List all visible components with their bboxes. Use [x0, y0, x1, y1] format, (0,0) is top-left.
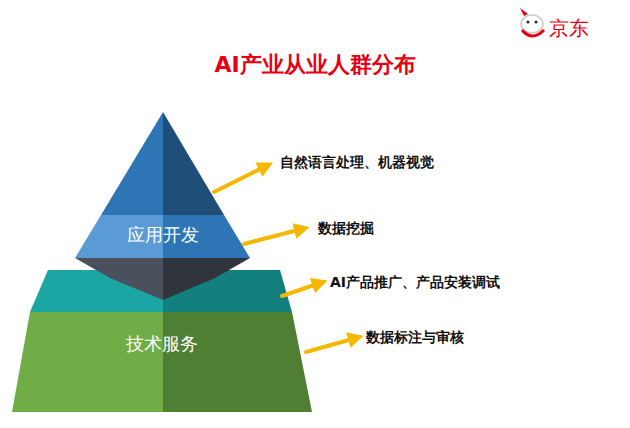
leader-arrow: [214, 166, 266, 192]
dark-slab: [75, 258, 163, 300]
band-face: [12, 312, 163, 412]
dark-slab-right: [163, 258, 250, 300]
leader-label: 数据标注与审核: [366, 329, 464, 347]
leader-label: AI产品推广、产品安装调试: [330, 274, 500, 292]
leader-arrow: [306, 338, 356, 352]
leader-arrow: [244, 229, 302, 244]
pyramid-left-face: [101, 112, 163, 215]
band-label: 技术服务: [12, 312, 312, 356]
leader-arrow: [282, 283, 320, 296]
band-face: [163, 312, 312, 412]
band-shape: [12, 312, 312, 412]
pyramid-right-face: [163, 112, 224, 215]
pyramid-base: 技术服务: [12, 312, 312, 412]
leader-label: 自然语言处理、机器视觉: [280, 154, 434, 172]
logo-icon: [520, 8, 544, 36]
leader-label: 数据挖掘: [318, 220, 374, 238]
band-label: 应用开发: [75, 215, 250, 247]
pyramid-band: 应用开发: [75, 215, 250, 258]
logo-text: 京东: [549, 15, 589, 42]
diagram-title: AI产业从业人群分布: [0, 50, 630, 80]
